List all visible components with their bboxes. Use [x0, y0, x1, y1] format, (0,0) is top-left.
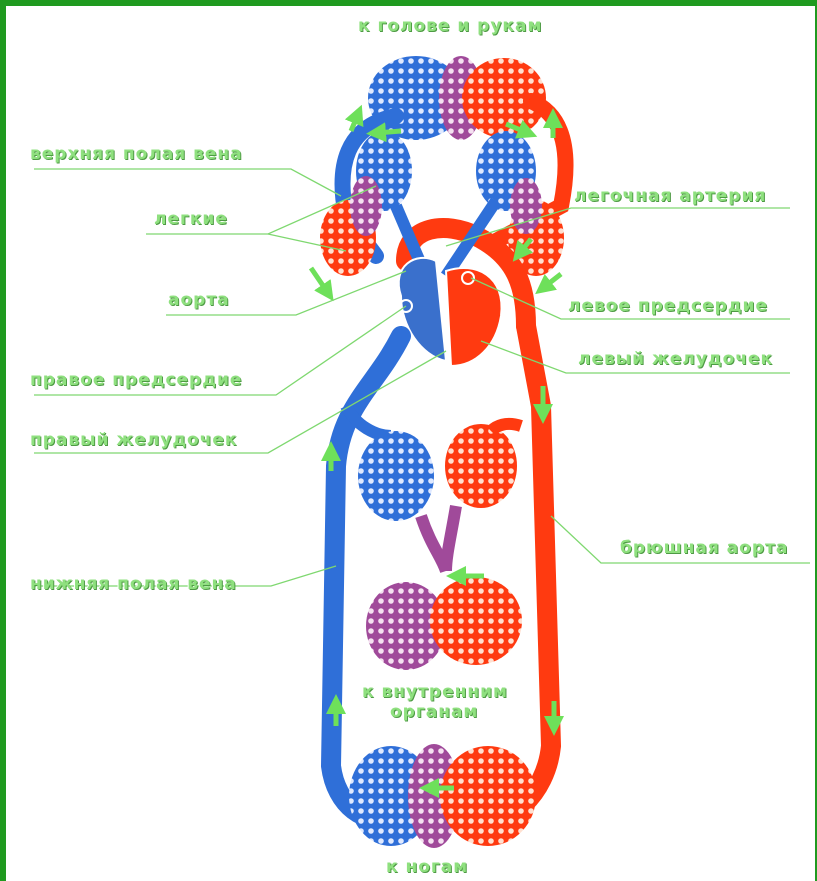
label-right-atrium: правое предсердие	[30, 370, 242, 390]
label-abdominal-aorta: брюшная аорта	[620, 538, 788, 558]
internal-organs-capillaries	[346, 406, 522, 670]
label-internal-organs-line2: органам	[390, 702, 478, 722]
label-right-ventricle: правый желудочек	[30, 430, 237, 450]
heart-left-side	[446, 268, 502, 366]
lungs	[320, 131, 564, 276]
label-head-arms: к голове и рукам	[358, 16, 542, 36]
label-left-atrium: левое предсердие	[568, 296, 768, 316]
legs-capillary-bed	[349, 744, 536, 848]
label-lungs: легкие	[154, 209, 228, 229]
label-legs: к ногам	[386, 857, 468, 877]
arrow-left-atrium	[543, 274, 561, 288]
label-pulmonary-artery: легочная артерия	[574, 186, 766, 206]
arrow-head-left	[376, 131, 401, 133]
arrow-lung-left	[311, 268, 328, 293]
label-inferior-vena-cava: нижняя полая вена	[30, 574, 237, 594]
label-internal-organs-line1: к внутренним	[362, 682, 508, 702]
label-superior-vena-cava: верхняя полая вена	[30, 144, 243, 164]
heart	[399, 258, 502, 366]
label-left-ventricle: левый желудочек	[578, 349, 773, 369]
label-aorta: аорта	[168, 290, 230, 310]
